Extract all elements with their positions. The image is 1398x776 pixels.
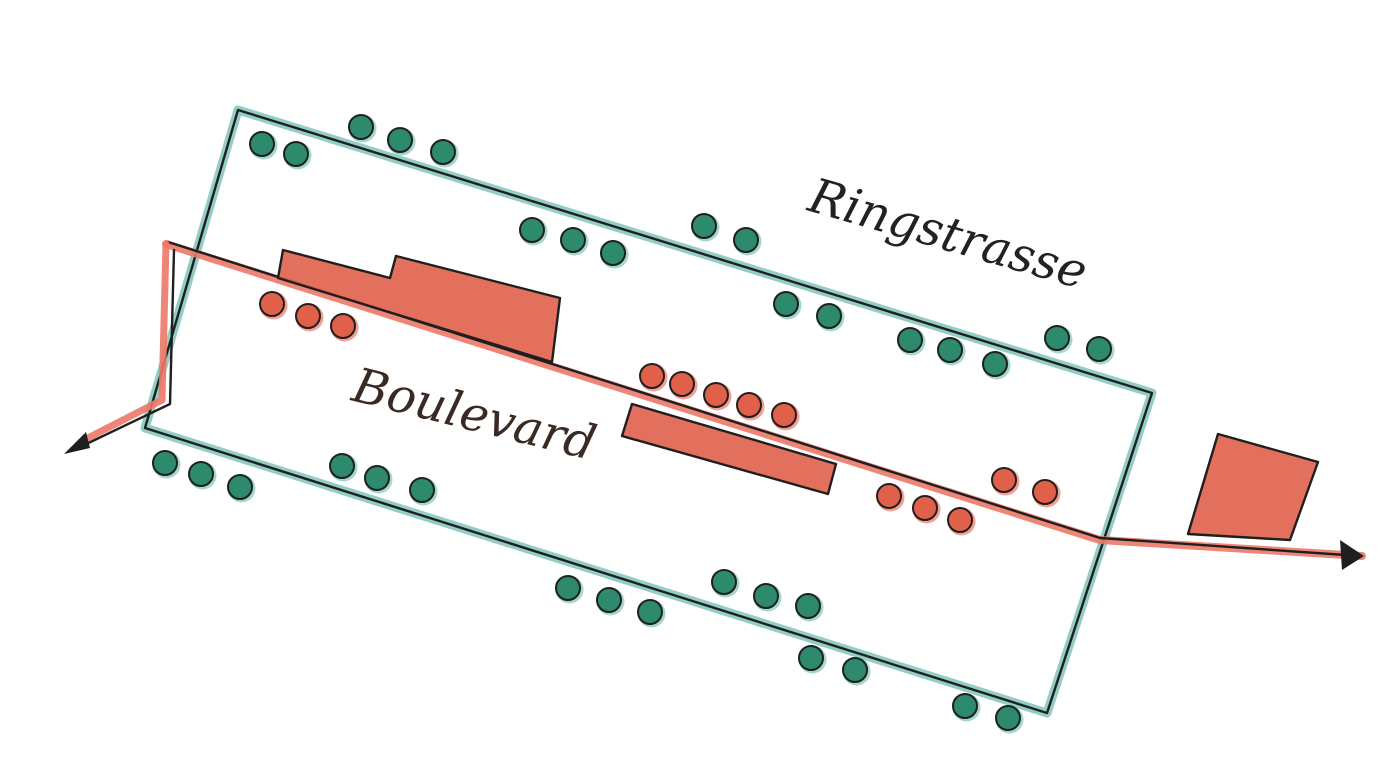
tree-dot bbox=[409, 477, 438, 506]
tree-dot bbox=[1032, 479, 1061, 508]
tree-dot bbox=[995, 705, 1024, 734]
tree-dot bbox=[773, 291, 802, 320]
building-center bbox=[620, 402, 838, 496]
tree-dot bbox=[842, 657, 871, 686]
tree-dot bbox=[1086, 336, 1115, 365]
left-arrow bbox=[64, 240, 176, 454]
tree-dot bbox=[703, 382, 732, 411]
tree-dot bbox=[952, 693, 981, 722]
tree-dot bbox=[519, 217, 548, 246]
tree-dot bbox=[600, 240, 629, 269]
tree-dot bbox=[991, 467, 1020, 496]
tree-dot bbox=[947, 507, 976, 536]
tree-dot bbox=[736, 392, 765, 421]
tree-dot bbox=[295, 303, 324, 332]
tree-dot bbox=[387, 127, 416, 156]
tree-dot bbox=[259, 291, 288, 320]
green-trees bbox=[152, 114, 1115, 734]
tree-dot bbox=[188, 461, 217, 490]
tree-dot bbox=[669, 371, 698, 400]
tree-dot bbox=[348, 114, 377, 143]
building-east bbox=[1186, 432, 1320, 542]
boulevard-label: Boulevard bbox=[346, 357, 601, 472]
tree-dot bbox=[152, 450, 181, 479]
red-trees bbox=[259, 291, 1061, 536]
tree-dot bbox=[876, 483, 905, 512]
tree-dot bbox=[798, 645, 827, 674]
tree-dot bbox=[982, 351, 1011, 380]
building-west bbox=[276, 248, 562, 364]
tree-dot bbox=[639, 363, 668, 392]
tree-dot bbox=[795, 593, 824, 622]
tree-dot bbox=[753, 583, 782, 612]
tree-dot bbox=[283, 141, 312, 170]
tree-dot bbox=[596, 587, 625, 616]
tree-dot bbox=[555, 575, 584, 604]
tree-dot bbox=[249, 131, 278, 160]
ring-road-outline bbox=[140, 105, 1157, 718]
tree-dot bbox=[816, 303, 845, 332]
tree-dot bbox=[430, 139, 459, 168]
tree-dot bbox=[330, 313, 359, 342]
tree-dot bbox=[637, 599, 666, 628]
left-arrowhead bbox=[64, 432, 90, 454]
tree-dot bbox=[897, 327, 926, 356]
tree-dot bbox=[560, 227, 589, 256]
tree-dot bbox=[364, 465, 393, 494]
tree-dot bbox=[227, 474, 256, 503]
tree-dot bbox=[733, 227, 762, 256]
tree-dot bbox=[771, 402, 800, 431]
tree-dot bbox=[912, 495, 941, 524]
tree-dot bbox=[1044, 325, 1073, 354]
tree-dot bbox=[937, 337, 966, 366]
tree-dot bbox=[329, 453, 358, 482]
tree-dot bbox=[711, 569, 740, 598]
right-arrowhead bbox=[1340, 540, 1364, 570]
ringstrasse-label: Ringstrasse bbox=[802, 167, 1094, 300]
tree-dot bbox=[691, 213, 720, 242]
